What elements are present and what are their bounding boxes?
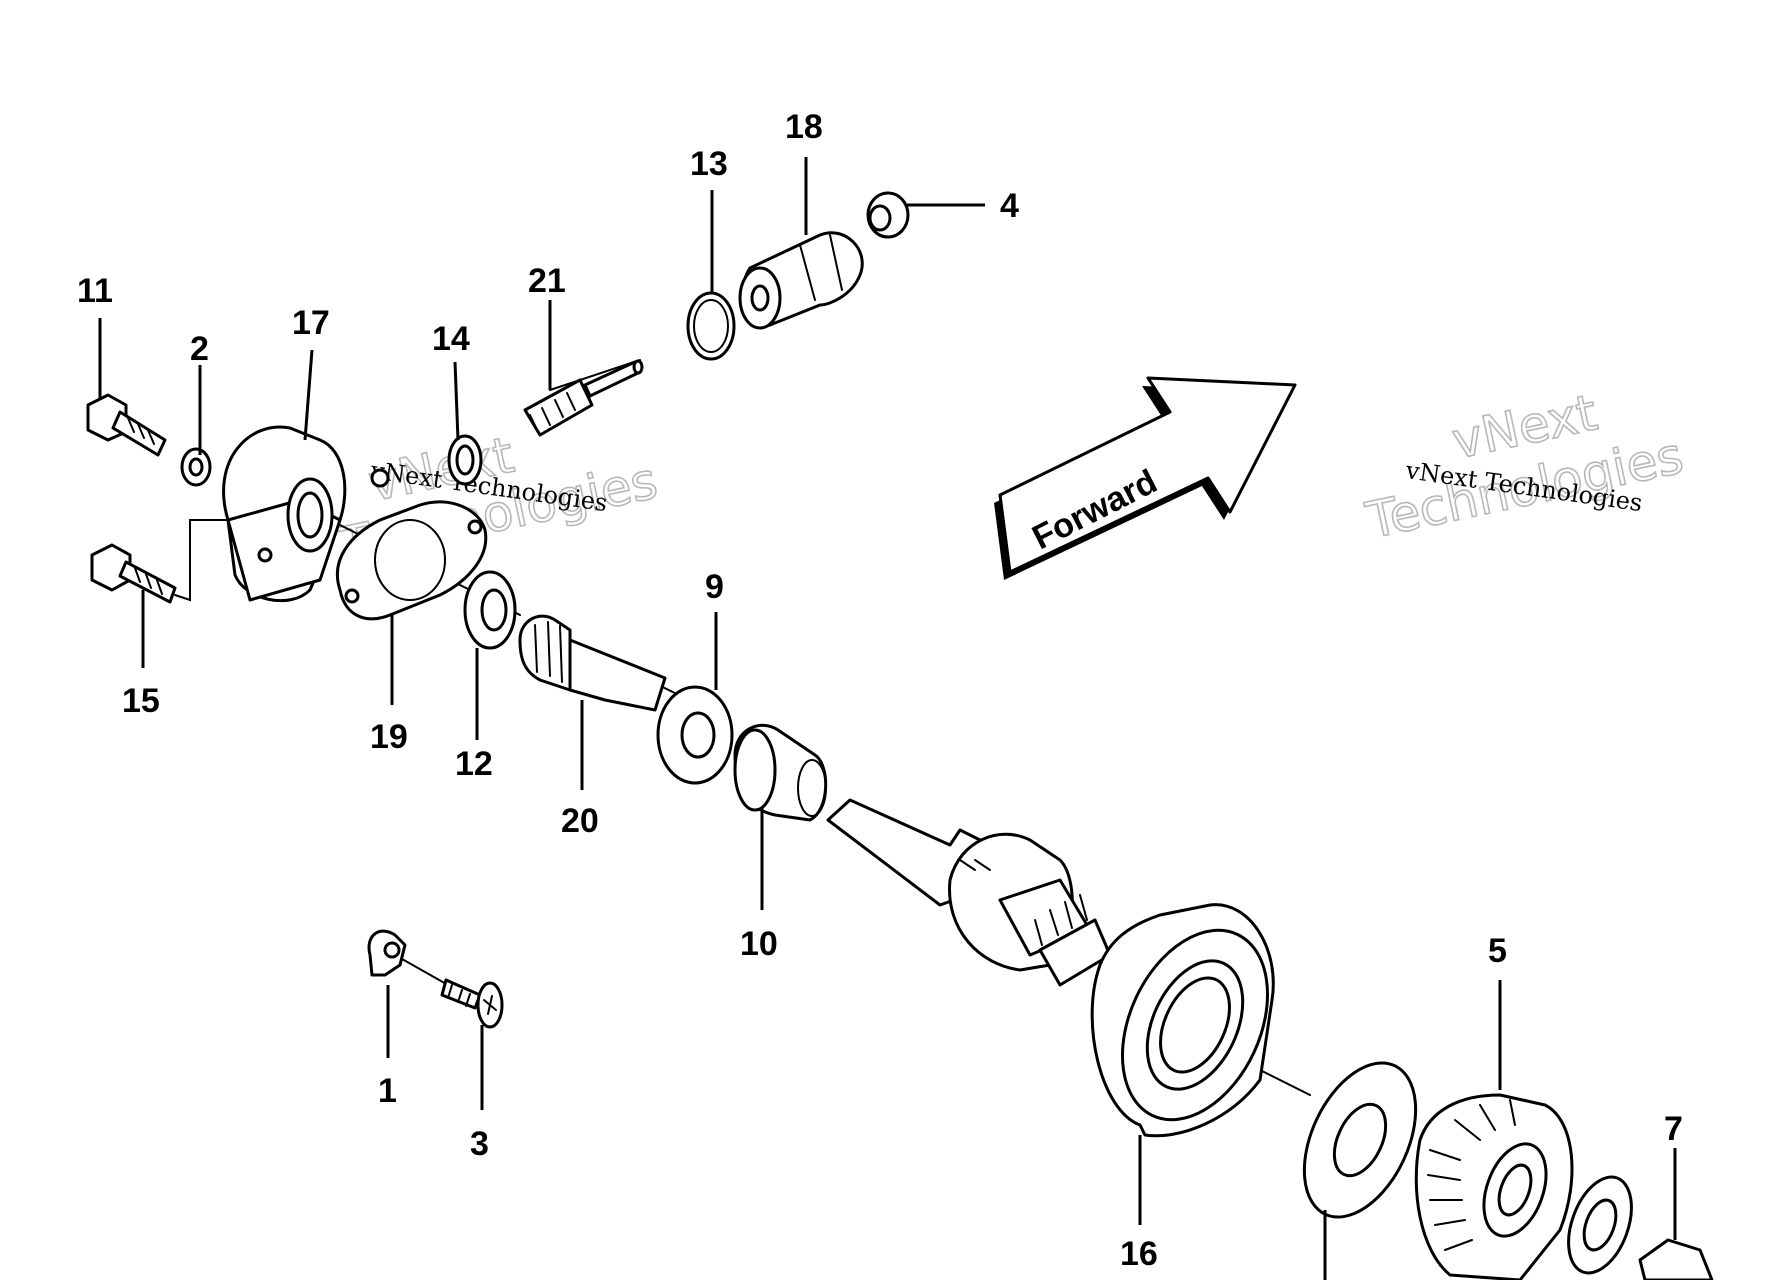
callout-11: 11 [77, 272, 113, 310]
callout-2: 2 [190, 330, 209, 368]
callout-21: 21 [528, 262, 566, 300]
callout-17: 17 [292, 304, 330, 342]
callout-3: 3 [470, 1125, 489, 1163]
callout-16: 16 [1120, 1235, 1158, 1273]
thrust-washer [1302, 1061, 1418, 1219]
part-1-clip [367, 929, 407, 977]
callout-5: 5 [1488, 932, 1507, 970]
part-21-pinion [523, 359, 644, 437]
part-14-oring [447, 434, 483, 486]
callout-4: 4 [1000, 187, 1019, 225]
callout-18: 18 [785, 108, 823, 146]
callout-20: 20 [561, 802, 599, 840]
part-13-ring [686, 291, 736, 361]
part-4-nut [866, 191, 910, 239]
part-7-nut [1567, 1175, 1714, 1280]
part-3-screw [440, 978, 504, 1029]
callout-10: 10 [740, 925, 778, 963]
callout-1: 1 [378, 1072, 397, 1110]
main-drive-shaft [826, 798, 1112, 987]
part-16-bearing [1090, 903, 1275, 1138]
part-17-housing [222, 425, 390, 603]
part-9-washer [656, 685, 734, 785]
watermark-right: vNext Technologies [1360, 383, 1689, 551]
forward-arrow: Forward [994, 376, 1297, 580]
callout-12: 12 [455, 745, 493, 783]
part-2-washer [180, 447, 212, 487]
part-20-driven-gear [518, 614, 667, 712]
part-5-bevel-gear [1414, 1093, 1574, 1280]
callout-14: 14 [432, 320, 470, 358]
leader-lines [98, 157, 1677, 1280]
callout-labels: 11 2 17 14 21 13 18 4 15 19 12 20 9 10 1… [77, 108, 1683, 1273]
part-12-seal [463, 570, 517, 650]
part-15-bolt [90, 519, 233, 604]
callout-9: 9 [705, 568, 724, 606]
part-10-sleeve [733, 723, 828, 822]
callout-19: 19 [370, 718, 408, 756]
part-11-bolt [86, 393, 167, 457]
part-19-gasket [335, 500, 488, 621]
callout-13: 13 [690, 145, 728, 183]
part-18-bushing [738, 231, 864, 330]
callout-7: 7 [1664, 1110, 1683, 1148]
callout-15: 15 [122, 682, 160, 720]
